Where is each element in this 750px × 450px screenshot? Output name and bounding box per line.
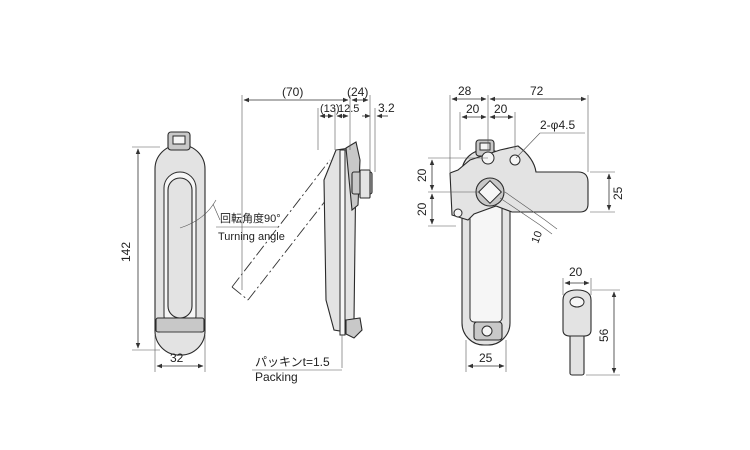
key-width-dim: 20 [569,265,583,279]
grip-lever [167,177,193,319]
back-dim-10: 10 [530,229,545,245]
back-dim-25-h: 25 [479,351,493,365]
hole-callout: 2-φ4.5 [540,118,575,132]
side-view [231,95,388,371]
back-dim-20a: 20 [466,102,480,116]
side-dim-13: (13) [320,103,340,115]
back-dim-20-v2: 20 [415,202,429,216]
side-offset-dim: (24) [347,85,368,99]
front-view [132,131,278,372]
side-dim-12-5: 12.5 [338,103,359,115]
front-width-dim: 32 [170,351,184,365]
packing-label-jp: パッキンt=1.5 [255,355,330,369]
key-view [562,278,620,376]
back-dim-20b: 20 [494,102,508,116]
packing-label-en: Packing [255,370,298,384]
back-dim-28: 28 [458,84,472,98]
bottom-clip [155,317,205,333]
front-height-dim: 142 [119,242,133,262]
key-height-dim: 56 [597,328,611,342]
top-tab-slot [172,135,186,145]
back-dim-20-v1: 20 [415,168,429,182]
back-view [428,95,615,372]
turning-angle-jp: 回転角度90° [220,211,281,225]
side-overall-dim: (70) [282,85,303,99]
back-dim-72: 72 [530,84,544,98]
turning-angle-en: Turning angle [218,231,285,243]
back-dim-25-v: 25 [611,186,625,200]
side-dim-3-2: 3.2 [378,101,395,115]
packing [339,149,346,336]
